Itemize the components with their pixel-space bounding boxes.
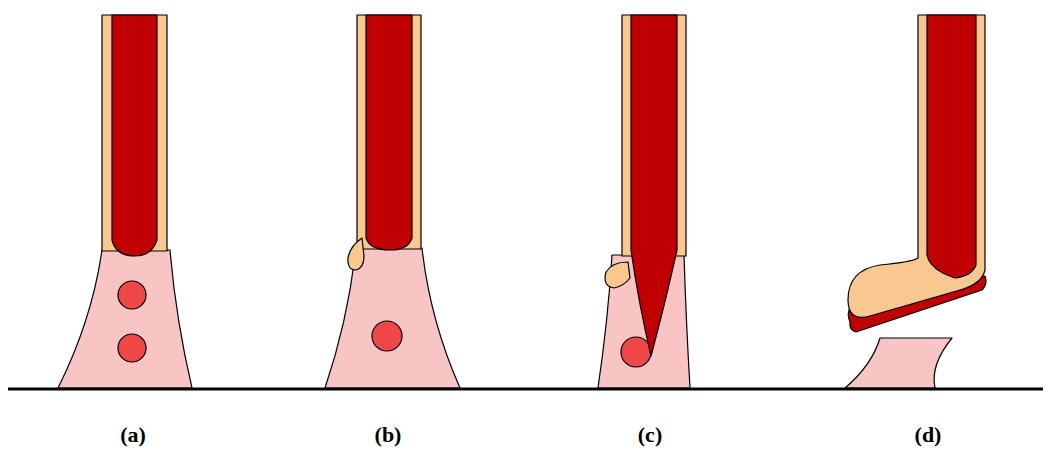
tube-core bbox=[631, 15, 677, 356]
tissue-mound bbox=[325, 248, 460, 388]
cell bbox=[372, 321, 402, 351]
cell bbox=[118, 334, 146, 362]
panel-label: (b) bbox=[375, 422, 402, 448]
tube-wall bbox=[357, 15, 421, 249]
cell bbox=[118, 281, 146, 309]
tissue-mound bbox=[845, 338, 952, 388]
wall-bulge bbox=[348, 238, 364, 270]
tube-core bbox=[112, 15, 157, 256]
cell bbox=[621, 337, 651, 367]
panel-label: (d) bbox=[915, 422, 942, 448]
substrate-line bbox=[8, 388, 1043, 391]
panel-label: (a) bbox=[120, 422, 146, 448]
tube-core bbox=[366, 15, 412, 250]
tube-wall bbox=[848, 15, 985, 317]
tube-core bbox=[927, 15, 976, 278]
panel-label: (c) bbox=[638, 422, 662, 448]
tissue-mound bbox=[58, 250, 192, 388]
wall-bulge bbox=[605, 262, 630, 288]
